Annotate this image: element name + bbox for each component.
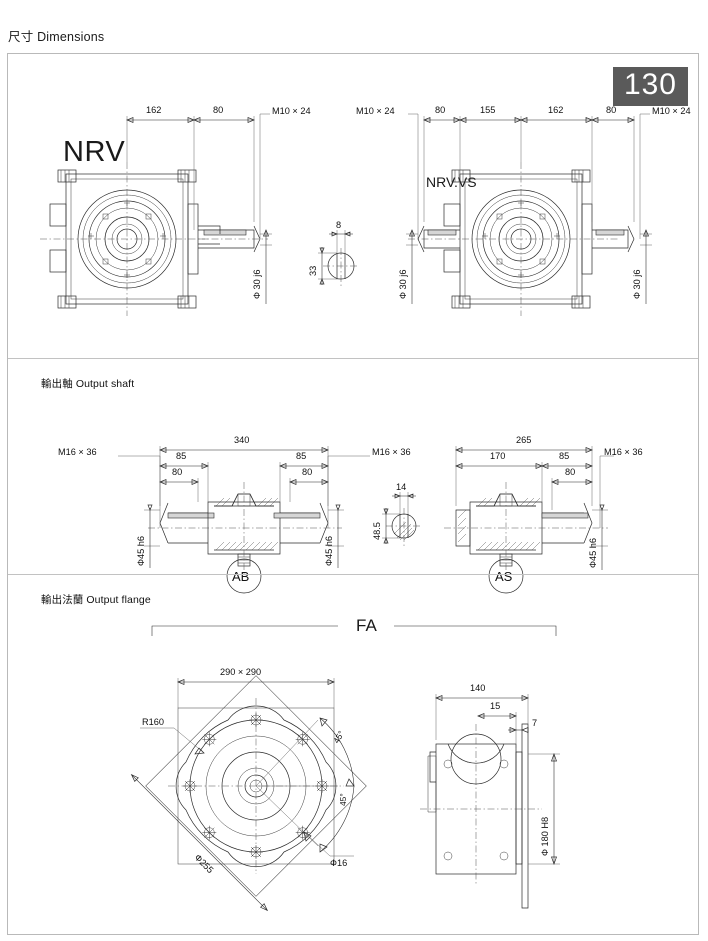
dim-340: 340 xyxy=(234,435,249,445)
dim-85-right: 85 xyxy=(296,451,306,461)
dim-m16x36-right: M16 × 36 xyxy=(372,447,411,457)
dim-7: 7 xyxy=(532,718,537,728)
dim-m16x36-as: M16 × 36 xyxy=(604,447,643,457)
dim-170: 170 xyxy=(490,451,505,461)
dim-phi180H8: Ф 180 H8 xyxy=(540,817,550,856)
dim-key-33: 33 xyxy=(308,266,318,276)
dim-phi45h6-left: Ф45 h6 xyxy=(136,536,146,566)
shaft-as-view: 265 170 85 80 M16 × 36 xyxy=(444,435,643,594)
flange-tag-fa: FA xyxy=(348,616,385,636)
dim-80-a: 80 xyxy=(435,105,445,115)
dim-15: 15 xyxy=(490,701,500,711)
dim-r160: R160 xyxy=(142,717,164,727)
dim-key-14: 14 xyxy=(396,482,406,492)
nrvvs-front-view: 80 155 162 80 M10 × 24 Ф 30 j6 M10 × 24 … xyxy=(356,105,691,316)
section-label-output-flange: 輸出法蘭 Output flange xyxy=(41,594,151,606)
dim-angle-45-b: 45° xyxy=(338,793,348,806)
drawing-frame: 130 NRV NRV.VS xyxy=(7,53,699,935)
dim-phi30j6-a: Ф 30 j6 xyxy=(398,270,408,299)
dim-80-b: 80 xyxy=(606,105,616,115)
nrv-front-view: 162 80 M10 × 24 Ф 30 j6 xyxy=(40,105,311,316)
dim-140: 140 xyxy=(470,683,485,693)
dim-85-left: 85 xyxy=(176,451,186,461)
shaft-tag-ab: AB xyxy=(232,569,249,584)
dim-155: 155 xyxy=(480,105,495,115)
dim-m10x24-right: M10 × 24 xyxy=(652,106,691,116)
dim-265: 265 xyxy=(516,435,531,445)
dim-key-485: 48.5 xyxy=(372,522,382,540)
divider-1 xyxy=(8,358,698,359)
drawing-output-shaft: 340 85 85 80 80 xyxy=(58,435,643,594)
shaft-tag-as: AS xyxy=(495,569,513,584)
keyway-section-nrv: 8 33 xyxy=(308,220,359,286)
dim-162: 162 xyxy=(146,105,161,115)
flange-front-view: 290 × 290 R160 Ф255 45° 45° xyxy=(130,667,367,912)
view-title-nrvvs: NRV.VS xyxy=(426,174,477,190)
dim-85-as: 85 xyxy=(559,451,569,461)
divider-2 xyxy=(8,574,698,575)
dim-phi45h6-right: Ф45 h6 xyxy=(324,536,334,566)
dim-phi45h6-as: Ф45 h6 xyxy=(588,538,598,568)
shaft-ab-view: 340 85 85 80 80 xyxy=(58,435,411,594)
dim-m10x24: M10 × 24 xyxy=(272,106,311,116)
dim-162-b: 162 xyxy=(548,105,563,115)
dim-80: 80 xyxy=(213,105,223,115)
dim-phi30j6-b: Ф 30 j6 xyxy=(632,270,642,299)
drawing-output-flange: 290 × 290 R160 Ф255 45° 45° xyxy=(130,625,560,912)
section-label-output-shaft: 輸出軸 Output shaft xyxy=(41,378,135,390)
page-title: 尺寸 Dimensions xyxy=(8,30,105,44)
flange-side-view: 140 15 7 Ф 180 H8 xyxy=(420,683,560,909)
dim-m10x24-left: M10 × 24 xyxy=(356,106,395,116)
dim-phi30j6-left: Ф 30 j6 xyxy=(252,270,262,299)
dim-m16x36-left: M16 × 36 xyxy=(58,447,97,457)
keyway-section-as: 14 48.5 xyxy=(372,482,422,546)
drawing-dimensions: 162 80 M10 × 24 Ф 30 j6 xyxy=(40,105,691,316)
dim-80-right: 80 xyxy=(302,467,312,477)
view-title-nrv: NRV xyxy=(63,136,126,168)
dim-80-left: 80 xyxy=(172,467,182,477)
dim-key-8: 8 xyxy=(336,220,341,230)
dim-290x290: 290 × 290 xyxy=(220,667,261,677)
size-badge: 130 xyxy=(612,67,688,106)
dim-phi16: Ф16 xyxy=(330,858,347,868)
dim-80-as: 80 xyxy=(565,467,575,477)
